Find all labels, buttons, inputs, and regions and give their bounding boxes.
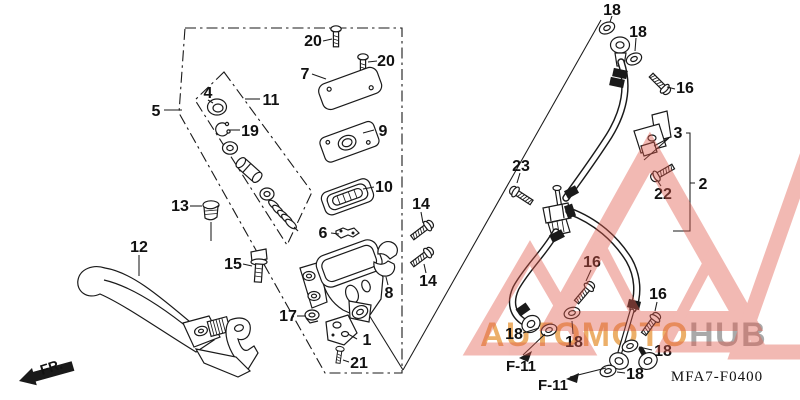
- piston-repair-kit: [206, 98, 299, 232]
- bracket-screw: [333, 345, 345, 365]
- brake-hose-assembly: [508, 36, 661, 374]
- callout-18-c: 18: [505, 326, 523, 343]
- callout-14-b: 14: [419, 273, 437, 290]
- hose-bracket: [633, 110, 672, 157]
- callout-11: 11: [263, 92, 280, 109]
- callout-6: 6: [319, 225, 328, 242]
- callout-18-e: 18: [654, 343, 672, 360]
- reservoir-joint-plug: [202, 200, 220, 221]
- reservoir-plate: [319, 120, 380, 163]
- leader-lines: [138, 15, 695, 383]
- callout-8: 8: [385, 285, 394, 302]
- callout-1: 1: [363, 332, 372, 349]
- diagram-code: MFA7-F0400: [671, 369, 763, 385]
- callout-16-c: 16: [649, 286, 667, 303]
- reservoir-cover-screws: [330, 25, 369, 76]
- callout-labels: 20 20 7 9 10 5 4 11 19 13 12 15 6 14 14 …: [130, 2, 707, 394]
- callout-16-a: 16: [676, 80, 694, 97]
- wire-clamp: [335, 227, 360, 239]
- callout-18-a: 18: [603, 2, 621, 19]
- callout-19: 19: [241, 123, 259, 140]
- callout-18-b: 18: [629, 24, 647, 41]
- holder-bolts: [408, 217, 437, 270]
- callout-9: 9: [379, 123, 388, 140]
- callout-21: 21: [350, 355, 368, 372]
- callout-7: 7: [301, 66, 310, 83]
- watermark-triangles: [462, 131, 800, 360]
- assembly-boundaries: [178, 27, 403, 374]
- boot-grommet: [304, 309, 320, 324]
- page-ref-f11-b: F-11: [538, 377, 568, 394]
- callout-23: 23: [512, 158, 530, 175]
- reservoir-diaphragm: [320, 178, 375, 216]
- callout-4: 4: [204, 85, 213, 102]
- callout-20-a: 20: [304, 33, 322, 50]
- callout-3: 3: [674, 125, 683, 142]
- callout-16-b: 16: [583, 254, 601, 271]
- reference-lines: [368, 19, 602, 371]
- callout-2: 2: [699, 176, 708, 193]
- page-ref-f11-a: F-11: [506, 358, 536, 375]
- reservoir-cover: [318, 66, 383, 111]
- callout-5: 5: [152, 103, 161, 120]
- callout-12: 12: [130, 239, 148, 256]
- callout-13: 13: [171, 198, 189, 215]
- lever-pivot-bolt: [250, 248, 268, 283]
- callout-17: 17: [279, 308, 297, 325]
- fr-direction-arrow: FR.: [19, 356, 75, 386]
- handlebar-holder: [373, 241, 398, 277]
- callout-18-f: 18: [626, 366, 644, 383]
- fr-label: FR.: [38, 356, 64, 378]
- callout-15: 15: [224, 256, 242, 273]
- callout-14-a: 14: [412, 196, 430, 213]
- brake-lever: [77, 266, 259, 378]
- return-spring: [268, 199, 299, 232]
- switch-bracket: [325, 314, 358, 346]
- watermark-brand-right: HUB: [689, 316, 767, 354]
- callout-22: 22: [654, 186, 672, 203]
- callout-20-b: 20: [377, 53, 395, 70]
- callout-10: 10: [375, 179, 393, 196]
- master-cylinder-body: [299, 239, 384, 323]
- callout-18-d: 18: [565, 334, 583, 351]
